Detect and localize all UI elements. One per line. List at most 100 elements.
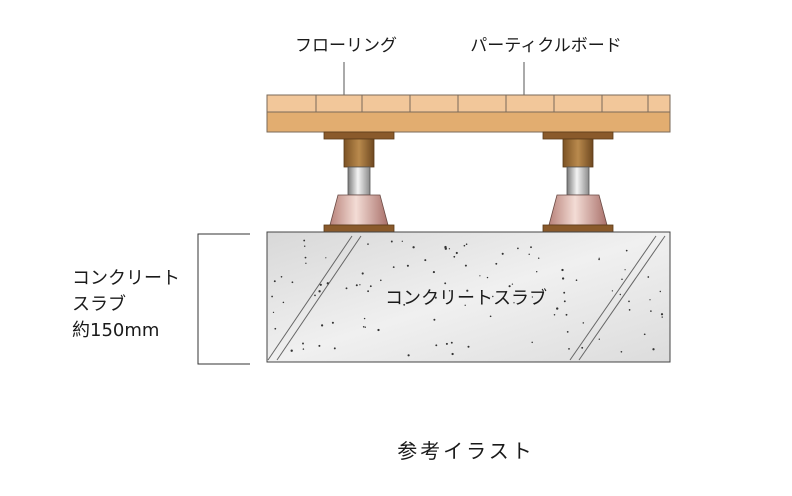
aggregate-speck [331,321,334,324]
aggregate-speck [492,295,494,298]
slab-thickness-bracket [197,233,250,365]
aggregate-speck [650,310,652,312]
aggregate-speck [434,296,437,299]
aggregate-speck [302,342,304,345]
aggregate-speck [466,289,469,292]
aggregate-speck [450,341,453,344]
aggregate-speck [320,324,324,327]
aggregate-speck [465,243,468,245]
aggregate-speck [479,275,481,277]
aggregate-speck [390,240,393,243]
aggregate-speck [568,348,570,350]
aggregate-speck [303,245,306,247]
aggregate-speck [517,247,519,250]
slab-thickness-label-line3: 約150mm [72,320,159,341]
aggregate-speck [362,326,365,328]
aggregate-speck [467,345,470,348]
aggregate-speck [495,262,498,265]
aggregate-speck [563,291,566,294]
caption: 参考イラスト [397,439,535,463]
aggregate-speck [489,315,492,318]
aggregate-speck [531,296,534,298]
aggregate-speck [624,269,626,271]
aggregate-speck [444,245,447,249]
aggregate-speck [566,331,569,333]
aggregate-speck [508,285,511,288]
aggregate-speck [556,307,559,310]
aggregate-speck [345,287,348,290]
aggregate-speck [643,333,646,336]
aggregate-speck [424,259,427,262]
support-leg-right [542,131,614,233]
aggregate-speck [582,322,585,324]
slab-thickness-label-line1: コンクリート [72,268,180,289]
aggregate-speck [367,290,369,293]
aggregate-speck [304,256,307,259]
aggregate-speck [660,313,664,316]
flooring-layer [266,94,671,113]
aggregate-speck [318,344,321,347]
aggregate-speck [433,318,436,321]
aggregate-speck [513,302,515,304]
aggregate-speck [528,253,530,256]
aggregate-speck [380,279,382,282]
aggregate-speck [530,246,532,249]
aggregate-speck [377,328,380,332]
aggregate-speck [661,316,663,318]
aggregate-speck [464,264,467,267]
particleboard-label: パーティクルボード [470,36,621,56]
aggregate-speck [432,271,435,274]
aggregate-speck [620,350,623,353]
aggregate-speck [598,257,600,259]
aggregate-speck [455,251,458,255]
particleboard-layer [266,111,671,133]
aggregate-speck [435,344,438,347]
aggregate-speck [369,285,372,288]
aggregate-speck [628,309,631,311]
aggregate-speck [359,284,361,286]
aggregate-speck [619,293,622,296]
aggregate-speck [445,342,448,345]
aggregate-speck [531,341,533,344]
aggregate-speck [392,266,395,269]
aggregate-speck [647,276,650,278]
aggregate-speck [464,304,466,306]
aggregate-speck [565,313,568,316]
aggregate-speck [367,243,369,245]
aggregate-speck [271,295,273,298]
aggregate-speck [326,282,329,285]
aggregate-speck [333,347,336,350]
aggregate-speck [501,252,504,255]
aggregate-speck [314,294,316,297]
support-leg-left [323,131,395,233]
aggregate-speck [412,246,415,249]
aggregate-speck [364,326,366,328]
slab-center-label: コンクリートスラブ [385,287,547,309]
aggregate-speck [406,264,409,267]
aggregate-speck [598,258,600,261]
aggregate-speck [274,327,277,330]
aggregate-speck [511,283,514,285]
aggregate-speck [355,284,358,287]
aggregate-speck [403,303,406,306]
aggregate-speck [305,262,307,264]
aggregate-speck [561,268,564,272]
aggregate-speck [448,248,451,250]
aggregate-speck [318,290,321,293]
aggregate-speck [363,317,366,320]
aggregate-speck [649,299,651,301]
concrete-slab [266,231,671,363]
aggregate-speck [291,281,294,284]
aggregate-speck [325,257,327,259]
aggregate-speck [303,239,306,242]
aggregate-speck [407,354,410,357]
aggregate-speck [659,290,662,293]
aggregate-speck [319,283,322,286]
aggregate-speck [272,311,275,314]
aggregate-speck [302,348,305,350]
aggregate-speck [444,282,447,285]
aggregate-speck [290,349,293,352]
aggregate-speck [621,278,623,281]
aggregate-speck [448,289,451,292]
